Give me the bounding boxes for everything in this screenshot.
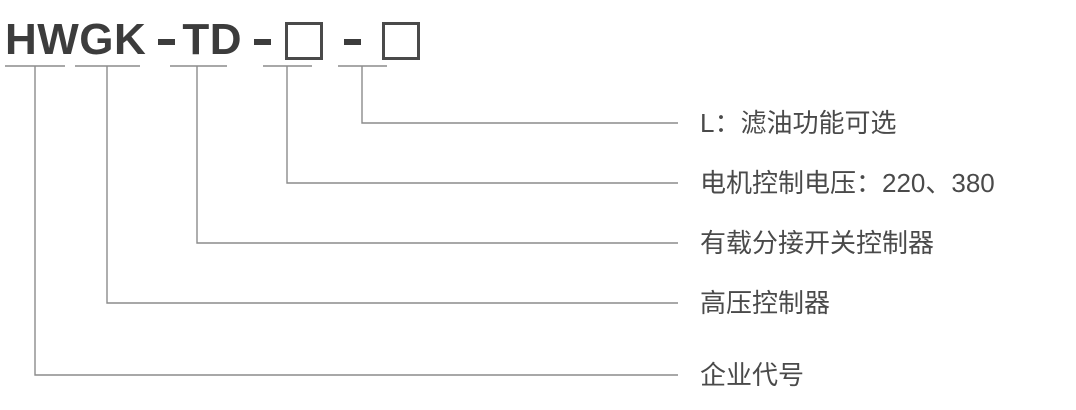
leader-tap-changer bbox=[196, 66, 678, 244]
model-code: HWGK TD bbox=[0, 14, 422, 66]
callout-label-enterprise-code: 企业代号 bbox=[700, 360, 805, 390]
callout-label-tap-changer: 有载分接开关控制器 bbox=[700, 228, 935, 258]
leader-motor-voltage bbox=[286, 66, 678, 184]
code-token-td: TD bbox=[182, 15, 242, 64]
leader-oil-filter-optional bbox=[361, 66, 678, 124]
code-token-hwgk: HWGK bbox=[5, 15, 147, 64]
callout-label-high-voltage: 高压控制器 bbox=[700, 288, 831, 318]
code-dash-2 bbox=[253, 39, 271, 45]
code-placeholder-box-1 bbox=[284, 22, 323, 60]
leader-enterprise-code bbox=[34, 66, 678, 376]
callout-label-oil-filter-optional: L：滤油功能可选 bbox=[700, 108, 897, 138]
code-dash-1 bbox=[158, 39, 176, 45]
leader-high-voltage bbox=[106, 66, 678, 304]
callout-label-motor-voltage: 电机控制电压：220、380 bbox=[700, 168, 995, 198]
code-dash-3 bbox=[343, 39, 361, 45]
code-placeholder-box-2 bbox=[381, 22, 420, 60]
